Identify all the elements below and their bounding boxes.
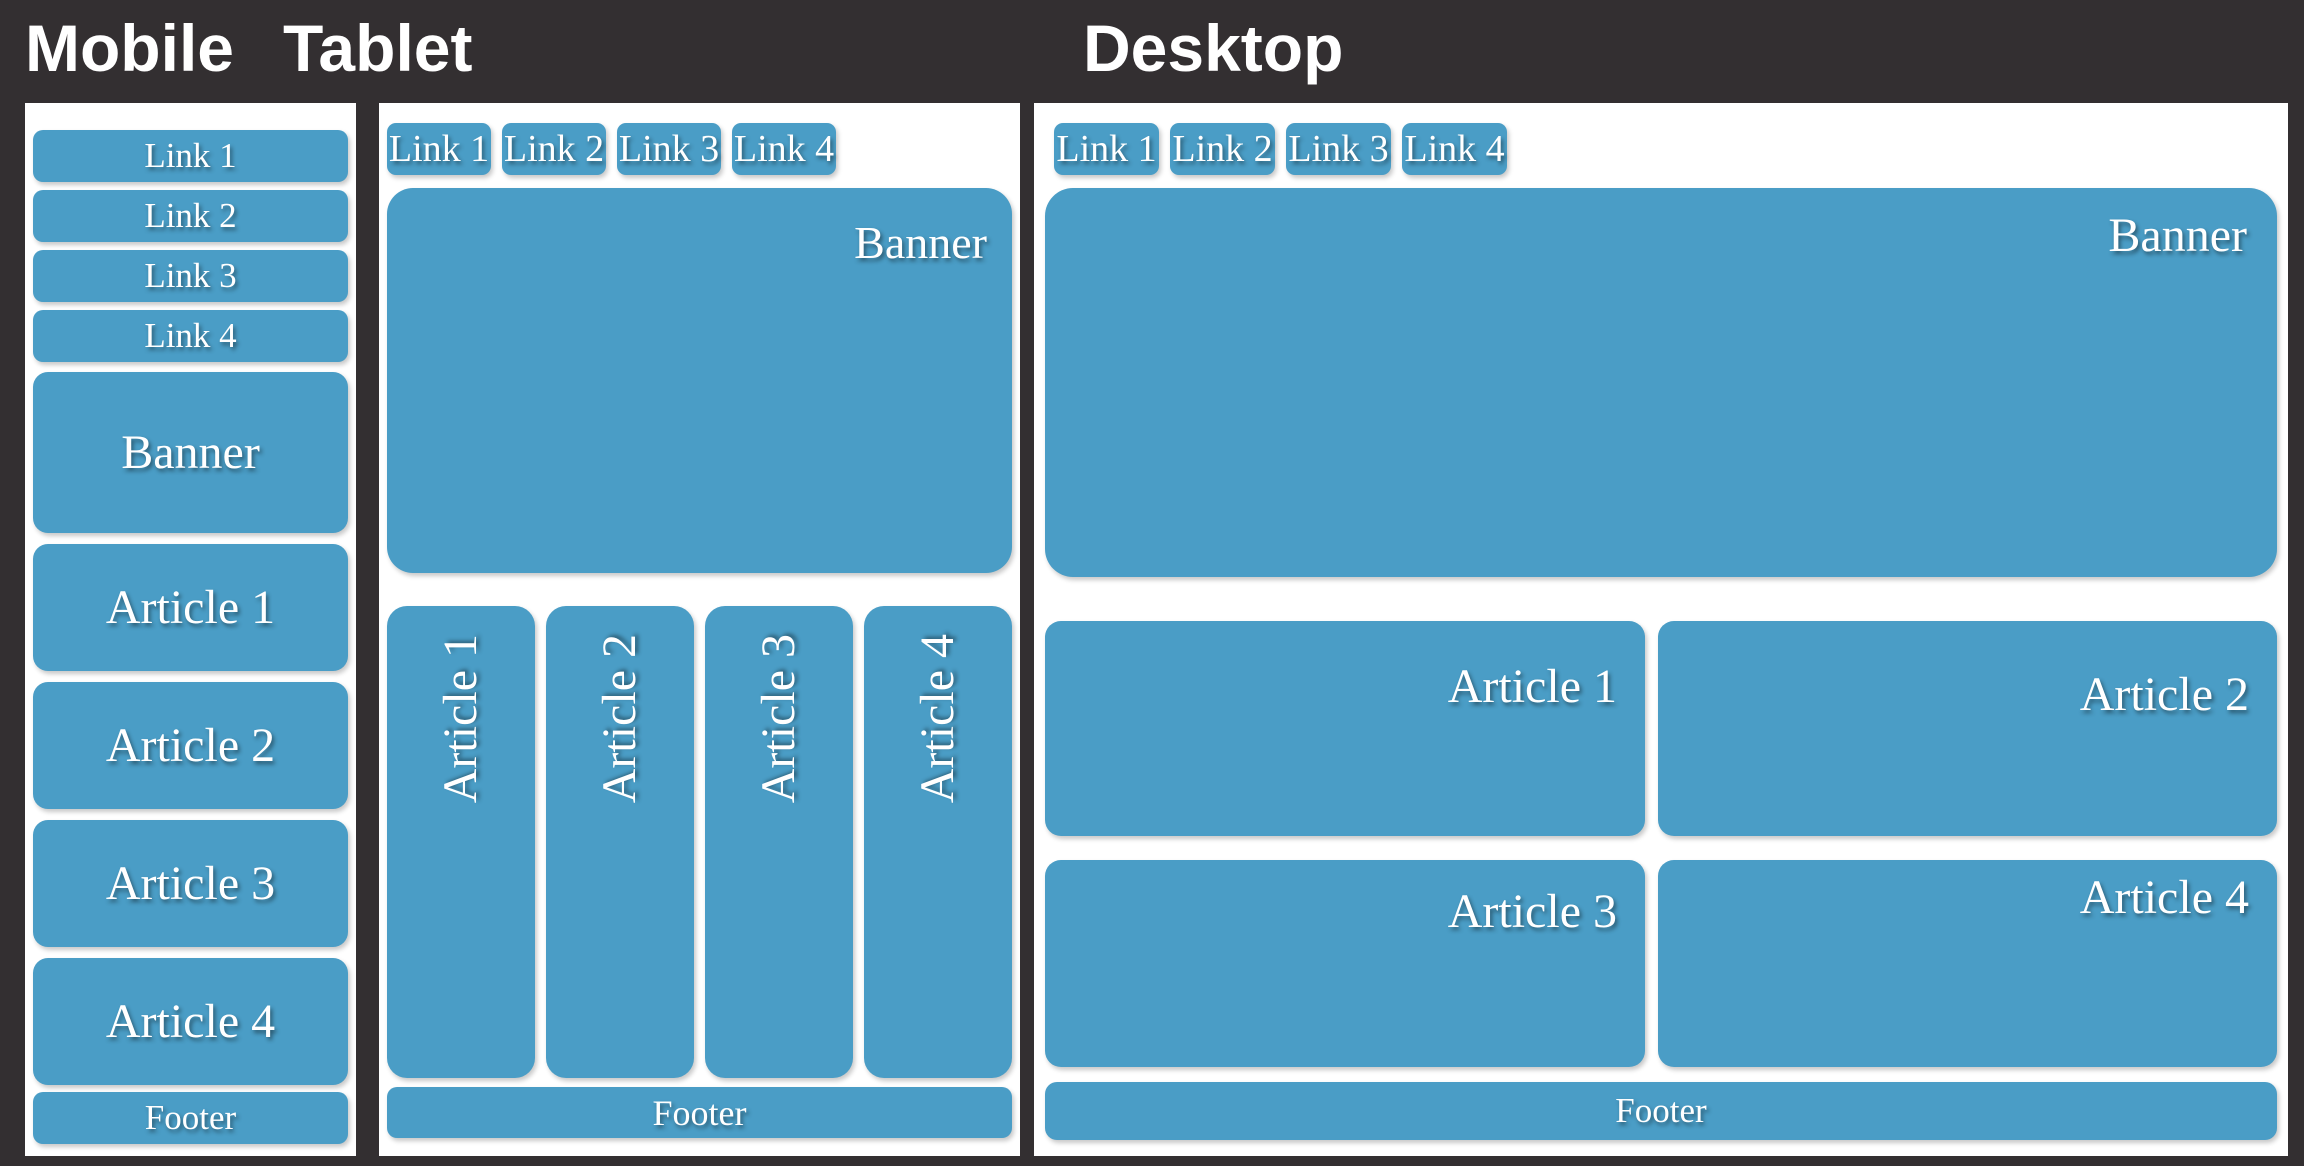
desktop-article-3-block: Article 3 <box>1045 860 1645 1067</box>
mobile-link-3[interactable]: Link 3 <box>33 250 348 302</box>
desktop-banner-block: Banner <box>1045 188 2277 577</box>
section-title-tablet: Tablet <box>283 11 473 85</box>
section-title-desktop: Desktop <box>1083 11 1344 85</box>
mobile-article-2-block: Article 2 <box>33 682 348 809</box>
tablet-article-4-label: Article 4 <box>910 634 964 804</box>
desktop-link-2[interactable]: Link 2 <box>1170 123 1275 175</box>
tablet-article-3-block: Article 3 <box>705 606 853 1078</box>
desktop-nav: Link 1 Link 2 Link 3 Link 4 <box>1054 123 2277 175</box>
mobile-footer-block: Footer <box>33 1092 348 1144</box>
tablet-banner-block: Banner <box>387 188 1012 573</box>
mobile-article-3-block: Article 3 <box>33 820 348 947</box>
tablet-link-3[interactable]: Link 3 <box>617 123 721 175</box>
desktop-article-1-block: Article 1 <box>1045 621 1645 836</box>
desktop-article-2-block: Article 2 <box>1658 621 2277 836</box>
desktop-panel: Link 1 Link 2 Link 3 Link 4 Banner Artic… <box>1034 103 2288 1156</box>
mobile-panel: Link 1 Link 2 Link 3 Link 4 Banner Artic… <box>25 103 356 1156</box>
tablet-panel: Link 1 Link 2 Link 3 Link 4 Banner Artic… <box>379 103 1020 1156</box>
tablet-link-1[interactable]: Link 1 <box>387 123 491 175</box>
mobile-link-4[interactable]: Link 4 <box>33 310 348 362</box>
tablet-article-4-block: Article 4 <box>864 606 1012 1078</box>
desktop-article-4-block: Article 4 <box>1658 860 2277 1067</box>
tablet-article-3-label: Article 3 <box>751 634 805 804</box>
desktop-link-4[interactable]: Link 4 <box>1402 123 1507 175</box>
tablet-article-1-label: Article 1 <box>433 634 487 804</box>
tablet-article-1-block: Article 1 <box>387 606 535 1078</box>
tablet-nav: Link 1 Link 2 Link 3 Link 4 <box>387 123 1012 175</box>
tablet-article-2-label: Article 2 <box>592 634 646 804</box>
mobile-article-1-block: Article 1 <box>33 544 348 671</box>
mobile-article-4-block: Article 4 <box>33 958 348 1085</box>
mobile-nav: Link 1 Link 2 Link 3 Link 4 <box>33 130 348 370</box>
desktop-articles-grid: Article 1 Article 2 Article 3 Article 4 <box>1045 621 2277 1067</box>
tablet-footer-block: Footer <box>387 1087 1012 1138</box>
section-title-mobile: Mobile <box>25 11 234 85</box>
desktop-link-3[interactable]: Link 3 <box>1286 123 1391 175</box>
mobile-link-2[interactable]: Link 2 <box>33 190 348 242</box>
desktop-link-1[interactable]: Link 1 <box>1054 123 1159 175</box>
mobile-link-1[interactable]: Link 1 <box>33 130 348 182</box>
tablet-articles-row: Article 1 Article 2 Article 3 Article 4 <box>387 606 1012 1078</box>
desktop-footer-block: Footer <box>1045 1082 2277 1140</box>
tablet-link-4[interactable]: Link 4 <box>732 123 836 175</box>
tablet-link-2[interactable]: Link 2 <box>502 123 606 175</box>
mobile-banner-block: Banner <box>33 372 348 533</box>
tablet-article-2-block: Article 2 <box>546 606 694 1078</box>
